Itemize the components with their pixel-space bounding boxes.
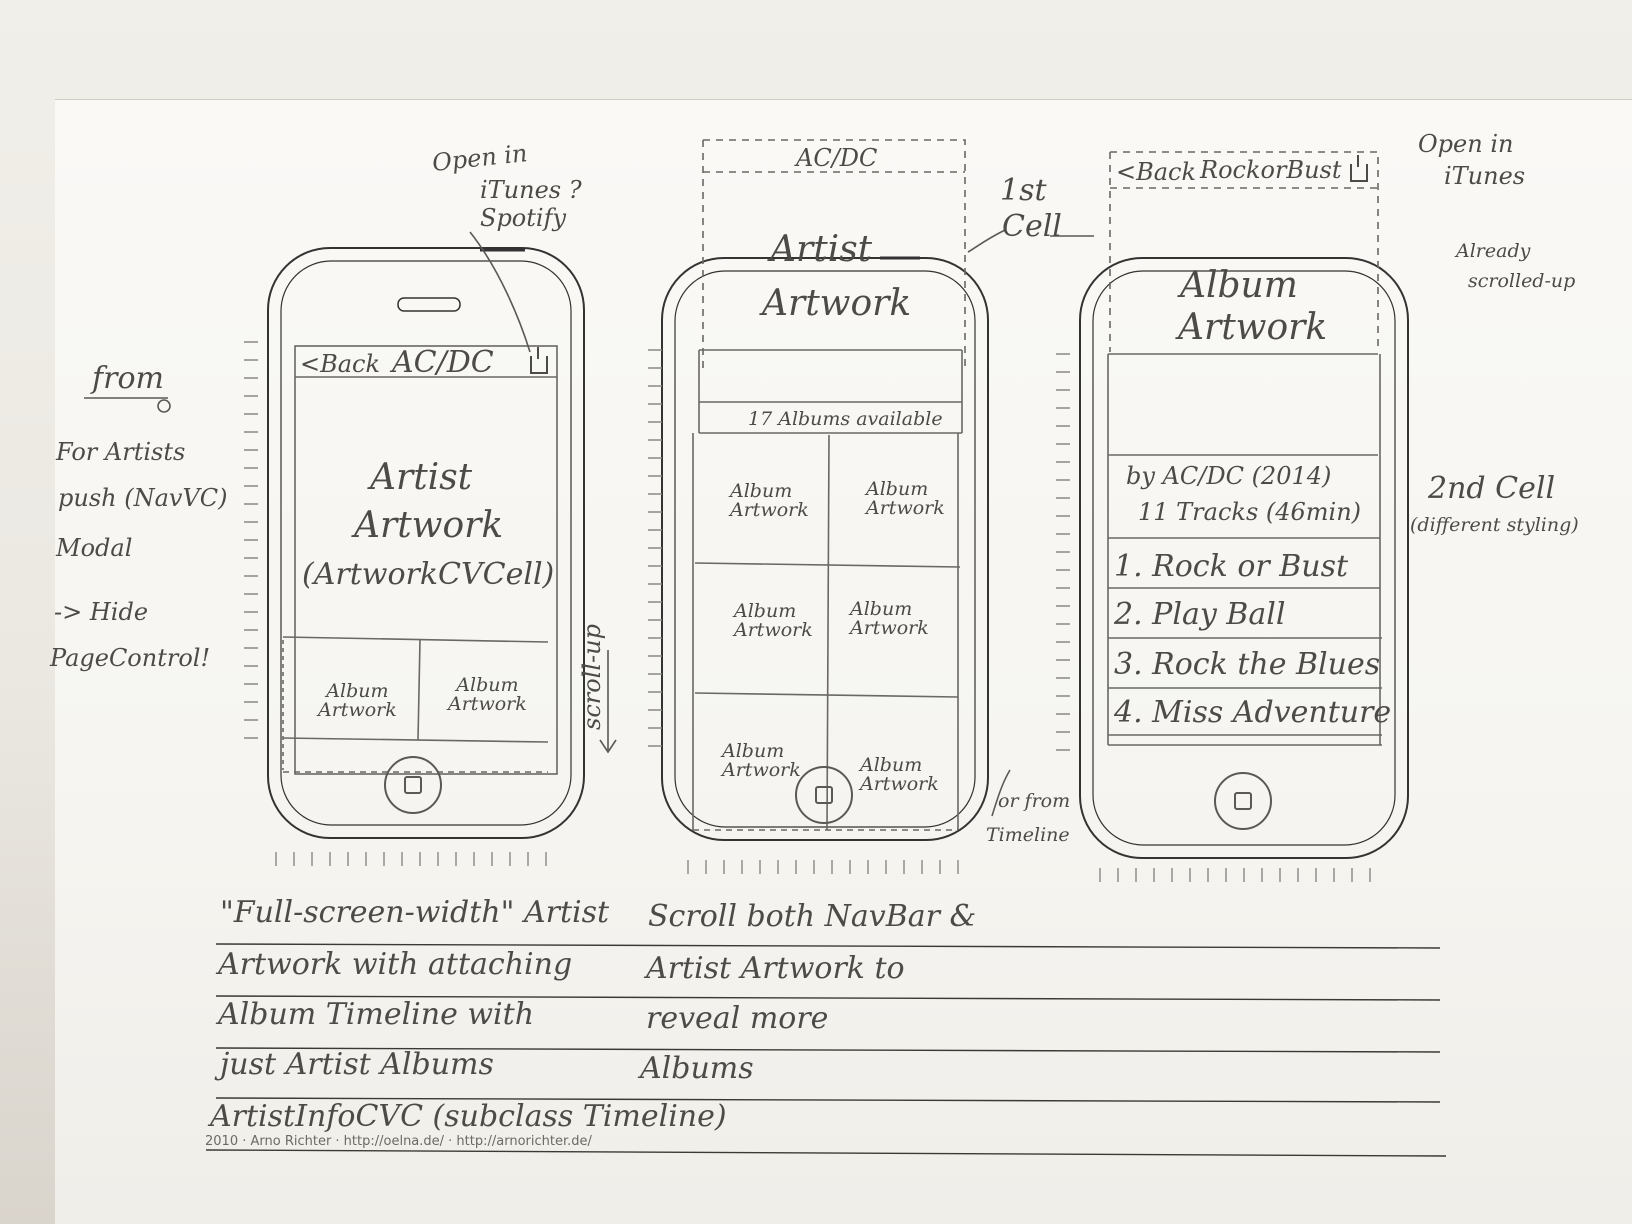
track-row: 2. Play Ball — [1114, 597, 1286, 632]
phone-1-grid-cell: Album Artwork — [318, 680, 397, 721]
annotation-from-timeline: Timeline — [986, 824, 1070, 846]
annotation-left-note: PageControl! — [50, 644, 211, 672]
phone-1-header-line-1: Artist — [370, 457, 473, 498]
annotation-open-itunes-top: iTunes ? — [480, 176, 582, 204]
annotation-already-scrolled: scrolled-up — [1468, 270, 1576, 292]
note-left-line: Artwork with attaching — [218, 947, 573, 982]
album-info-line-2: 11 Tracks (46min) — [1138, 498, 1362, 526]
annotation-second-cell: 2nd Cell — [1428, 471, 1556, 506]
phone-1-nav-title: AC/DC — [392, 345, 494, 380]
phone-2-home-button-icon — [795, 766, 853, 824]
phone-3-share-icon — [1350, 155, 1368, 182]
phone-1-home-button-icon — [384, 756, 442, 814]
footer-credit: 2010 · Arno Richter · http://oelna.de/ ·… — [205, 1134, 592, 1149]
phone-2-grid-cell: Album Artwork — [734, 600, 813, 641]
albums-available-label: 17 Albums available — [748, 408, 943, 430]
phone-3-header-line-2: Artwork — [1178, 307, 1328, 348]
phone-1-speaker — [397, 297, 461, 312]
paper-sheet — [55, 100, 1632, 1224]
phone-1-header-line-3: (ArtworkCVCell) — [302, 557, 555, 592]
annotation-left-note: Modal — [56, 534, 133, 562]
annotation-first-cell: Cell — [1002, 209, 1062, 244]
phone-2-outline — [661, 257, 989, 841]
phone-3-header-line-1: Album — [1180, 265, 1298, 306]
annotation-from-timeline: or from — [998, 790, 1071, 812]
phone-2-grid-cell: Album Artwork — [866, 478, 945, 519]
note-right-line: Scroll both NavBar & — [648, 899, 977, 934]
note-left-line: Album Timeline with — [218, 997, 535, 1032]
note-right-line: reveal more — [646, 1001, 829, 1036]
annotation-already-scrolled: Already — [1456, 240, 1531, 262]
annotation-left-note: For Artists — [56, 438, 186, 466]
note-right-line: Artist Artwork to — [646, 951, 905, 986]
annotation-open-itunes-right: Open in — [1418, 130, 1514, 158]
phone-2-grid-cell: Album Artwork — [722, 740, 801, 781]
annotation-open-itunes-top: Spotify — [480, 204, 567, 232]
note-left-line: just Artist Albums — [220, 1047, 494, 1082]
note-right-line: Albums — [640, 1051, 754, 1086]
phone-1-outline — [267, 247, 585, 839]
phone-2-grid-cell: Album Artwork — [730, 480, 809, 521]
phone-1-share-icon — [530, 347, 548, 374]
phone-2-inner — [674, 270, 976, 828]
track-row: 1. Rock or Bust — [1114, 549, 1349, 584]
phone-3-inner — [1092, 270, 1396, 846]
annotation-second-cell: (different styling) — [1410, 514, 1579, 536]
note-left-line: ArtistInfoCVC (subclass Timeline) — [210, 1099, 727, 1134]
annotation-left-note: from — [92, 361, 164, 396]
scroll-up-label: scroll-up — [578, 624, 606, 730]
annotation-left-note: push (NavVC) — [58, 484, 228, 512]
note-left-line: "Full-screen-width" Artist — [220, 895, 610, 930]
phone-2-grid-cell: Album Artwork — [860, 754, 939, 795]
phone-1-header-line-2: Artwork — [354, 505, 504, 546]
phone-1-nav-back: <Back — [300, 350, 381, 378]
track-row: 4. Miss Adventure — [1114, 695, 1392, 730]
annotation-left-note: -> Hide — [54, 598, 149, 626]
phone-2-header-line-2: Artwork — [762, 283, 912, 324]
phone-3-home-button-icon — [1214, 772, 1272, 830]
phone-1-inner — [280, 260, 572, 826]
annotation-first-cell: 1st — [1000, 173, 1047, 208]
phone-2-header-line-1: Artist — [770, 229, 873, 270]
phone-3-nav-back: <Back — [1116, 158, 1197, 186]
phone-2-grid-cell: Album Artwork — [850, 598, 929, 639]
phone-3-outline — [1079, 257, 1409, 859]
phone-2-nav-title: AC/DC — [796, 144, 878, 172]
annotation-open-itunes-right: iTunes — [1444, 162, 1526, 190]
track-row: 3. Rock the Blues — [1114, 647, 1381, 682]
phone-3-nav-title: RockorBust — [1200, 156, 1342, 184]
album-info-line-1: by AC/DC (2014) — [1126, 462, 1332, 490]
phone-1-grid-cell: Album Artwork — [448, 674, 527, 715]
